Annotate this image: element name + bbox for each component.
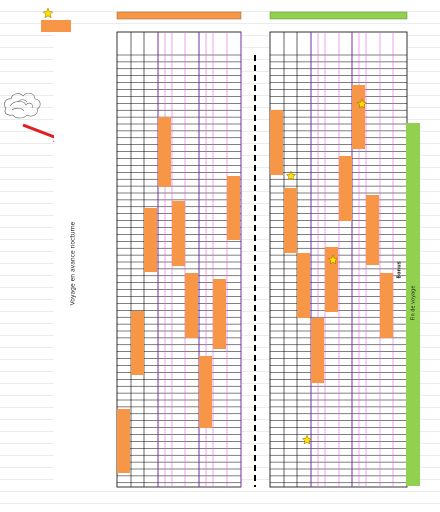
column-lines bbox=[130, 32, 394, 487]
star-icon bbox=[43, 8, 53, 18]
cloud-sketch-icon bbox=[4, 92, 41, 119]
duty-bar bbox=[117, 409, 130, 473]
star-icon bbox=[356, 98, 368, 109]
duty-bar bbox=[297, 253, 310, 318]
duty-bar bbox=[284, 188, 297, 253]
green-end-bar bbox=[406, 123, 420, 486]
bonus-label: Bonus bbox=[397, 261, 403, 279]
duty-bar bbox=[185, 273, 198, 338]
green-bar-label: Fin de voyage bbox=[409, 285, 416, 321]
duty-bar bbox=[213, 279, 226, 349]
duty-bar bbox=[339, 156, 352, 221]
duty-bars bbox=[117, 85, 393, 473]
duty-bar bbox=[325, 247, 338, 312]
star-icon bbox=[301, 434, 313, 445]
bonus-label-box: Bonus bbox=[380, 261, 420, 278]
left-header-bar bbox=[116, 11, 242, 20]
duty-bar bbox=[199, 356, 212, 428]
duty-bar bbox=[270, 110, 283, 175]
duty-bar bbox=[144, 208, 157, 272]
duty-bar bbox=[352, 85, 365, 149]
duty-bar bbox=[311, 318, 324, 383]
star-icon bbox=[327, 254, 339, 265]
star-markers bbox=[285, 98, 368, 445]
duty-bar bbox=[172, 201, 185, 266]
duty-bar bbox=[366, 195, 379, 265]
right-table-frame bbox=[269, 31, 408, 488]
green-bar-label-box: Fin de voyage bbox=[373, 286, 440, 321]
duty-bar bbox=[227, 176, 240, 240]
duty-bar bbox=[158, 117, 171, 187]
duty-bar bbox=[380, 273, 393, 338]
star-icon bbox=[285, 170, 297, 181]
right-header-bar bbox=[269, 11, 408, 20]
top-left-orange-cell bbox=[41, 20, 71, 32]
duty-bar bbox=[131, 311, 144, 375]
left-label-pane bbox=[54, 33, 117, 481]
